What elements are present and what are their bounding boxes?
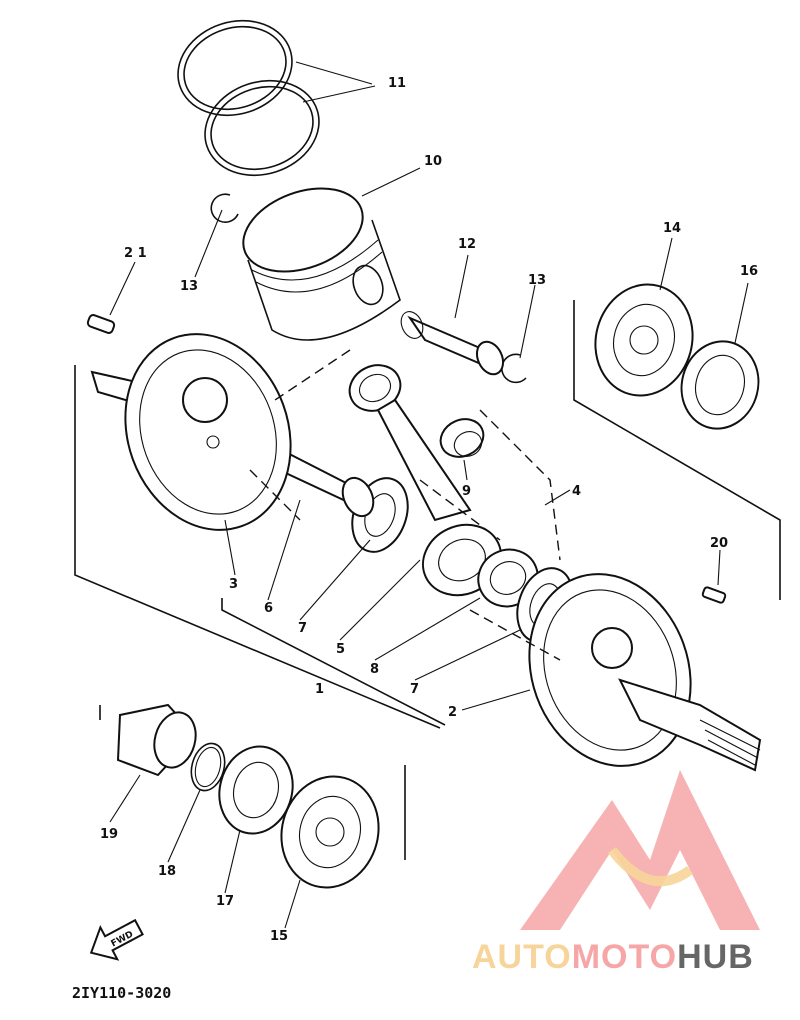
piston-pin [400, 311, 505, 376]
callouts: 11 10 13 2 1 12 13 14 16 9 4 20 3 6 7 5 … [100, 76, 758, 944]
callout-16: 16 [740, 264, 758, 279]
small-end-bearing [439, 418, 485, 458]
key-20 [701, 586, 727, 604]
bearing-15 [280, 775, 380, 889]
collar-19 [116, 703, 197, 777]
brand-part1: AUTO [472, 938, 572, 976]
callout-7b: 7 [410, 682, 419, 697]
crank-right [528, 573, 762, 772]
brand-part3: HUB [677, 938, 754, 976]
callout-8: 8 [370, 662, 379, 677]
callout-12: 12 [458, 237, 476, 252]
automotohub-logo: AUTOMOTOHUB [472, 770, 760, 976]
leader-lines [109, 61, 749, 929]
callout-20: 20 [710, 536, 728, 551]
callout-9: 9 [462, 484, 471, 499]
callout-3: 3 [229, 577, 238, 592]
diagram-code: 2IY110-3020 [72, 984, 171, 1002]
callout-5: 5 [336, 642, 345, 657]
callout-7a: 7 [298, 621, 307, 636]
piston [242, 187, 401, 341]
crank-left [90, 333, 292, 531]
oil-seal-17 [218, 745, 294, 835]
callout-11: 11 [388, 76, 406, 91]
callout-21: 2 1 [124, 246, 147, 261]
bracket-1 [221, 598, 446, 726]
key-pin-21 [86, 314, 116, 334]
callout-4: 4 [572, 484, 581, 499]
callout-2: 2 [448, 705, 457, 720]
callout-18: 18 [158, 864, 176, 879]
o-ring-18 [190, 742, 226, 792]
group-frames [74, 300, 781, 860]
callout-17: 17 [216, 894, 234, 909]
callout-13b: 13 [528, 273, 546, 288]
bearing-14 [594, 283, 694, 397]
callout-19: 19 [100, 827, 118, 842]
svg-text:AUTOMOTOHUB: AUTOMOTOHUB [472, 938, 754, 976]
callout-1: 1 [315, 682, 324, 697]
connecting-rod [348, 364, 502, 597]
fwd-arrow: FWD [89, 918, 144, 961]
oil-seal-16 [680, 340, 760, 430]
logo-mark [520, 770, 760, 930]
brand-part2: MOTO [572, 938, 677, 976]
callout-6: 6 [264, 601, 273, 616]
callout-13a: 13 [180, 279, 198, 294]
callout-15: 15 [270, 929, 288, 944]
callout-10: 10 [424, 154, 442, 169]
circlips [210, 193, 527, 384]
callout-14: 14 [663, 221, 681, 236]
piston-rings [177, 19, 320, 177]
